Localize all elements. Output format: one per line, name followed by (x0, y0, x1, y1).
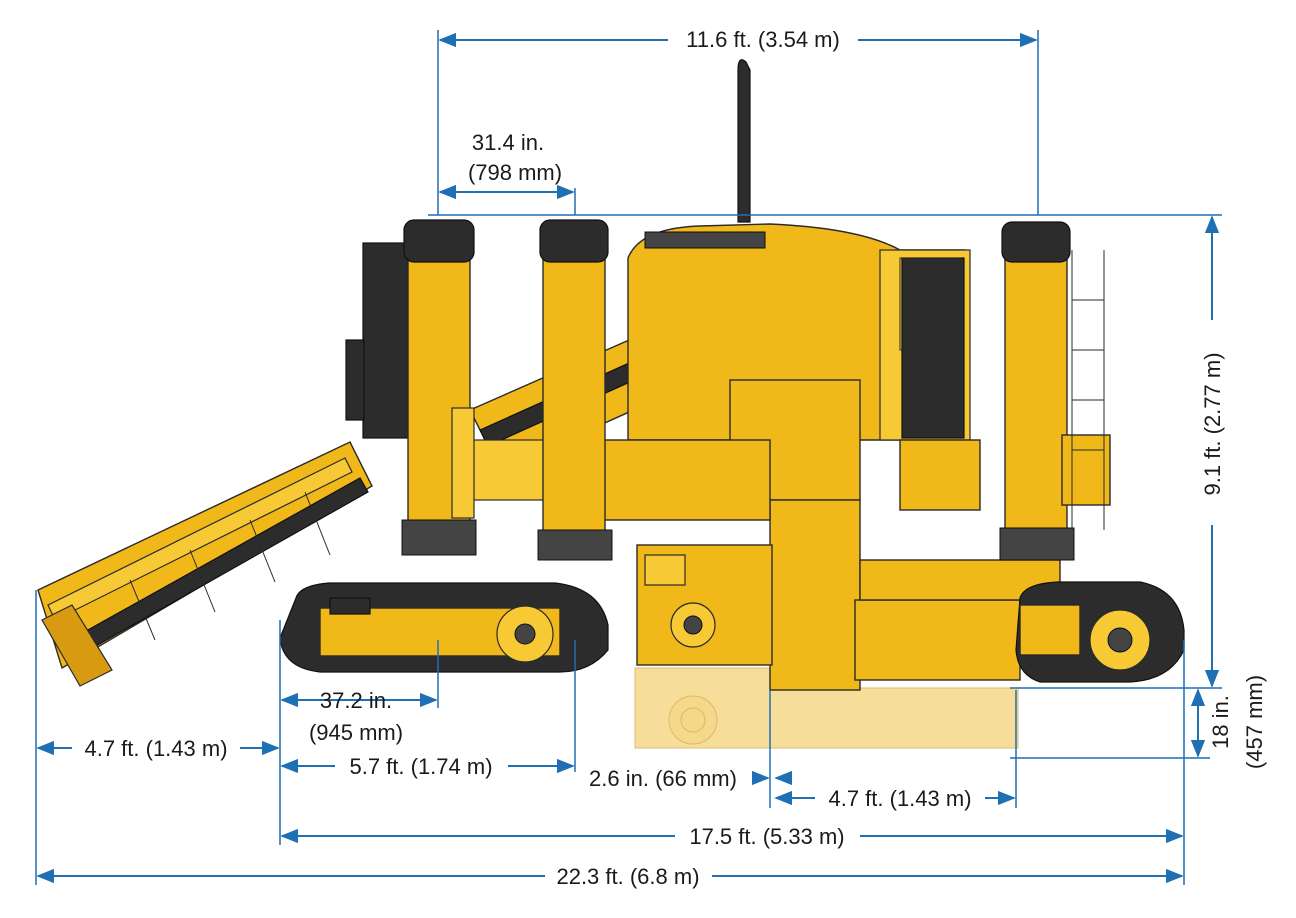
exhaust-stack (737, 59, 751, 223)
label-top-width: 11.6 ft. (3.54 m) (686, 27, 840, 52)
label-track-offset-line1: 37.2 in. (320, 688, 392, 713)
label-inner-offset-line2: (798 mm) (468, 160, 562, 185)
leg-column-middle (537, 219, 613, 561)
paving-assembly (636, 544, 773, 666)
side-cabinet-flange (345, 339, 365, 421)
conveyor-boom (37, 441, 373, 687)
paver-machine-illustration (37, 59, 1185, 749)
front-track (279, 582, 609, 673)
rear-ladder (1071, 250, 1105, 530)
dimension-labels: 11.6 ft. (3.54 m) 31.4 in. (798 mm) 9.1 … (84, 27, 1267, 889)
center-frame (469, 379, 1061, 691)
label-track-length: 17.5 ft. (5.33 m) (689, 824, 844, 849)
side-cabinet (362, 242, 409, 439)
label-overall-length: 22.3 ft. (6.8 m) (556, 864, 699, 889)
handrail (899, 257, 961, 351)
engine-housing (627, 223, 981, 511)
label-height: 9.1 ft. (2.77 m) (1200, 352, 1225, 495)
rear-track (1015, 581, 1185, 683)
label-inner-offset-line1: 31.4 in. (472, 130, 544, 155)
label-ground-clearance-line1: 18 in. (1208, 695, 1233, 749)
dimension-lines (35, 30, 1222, 885)
label-ground-clearance-line2: (457 mm) (1242, 675, 1267, 769)
leg-column-rear (999, 221, 1111, 561)
label-gap: 2.6 in. (66 mm) (589, 766, 737, 791)
label-front-overhang: 4.7 ft. (1.43 m) (84, 736, 227, 761)
label-wheelbase-front: 5.7 ft. (1.74 m) (349, 754, 492, 779)
leg-column-front (401, 219, 477, 556)
label-rear-section: 4.7 ft. (1.43 m) (828, 786, 971, 811)
lowered-position-ghost (634, 667, 1019, 749)
label-track-offset-line2: (945 mm) (309, 720, 403, 745)
